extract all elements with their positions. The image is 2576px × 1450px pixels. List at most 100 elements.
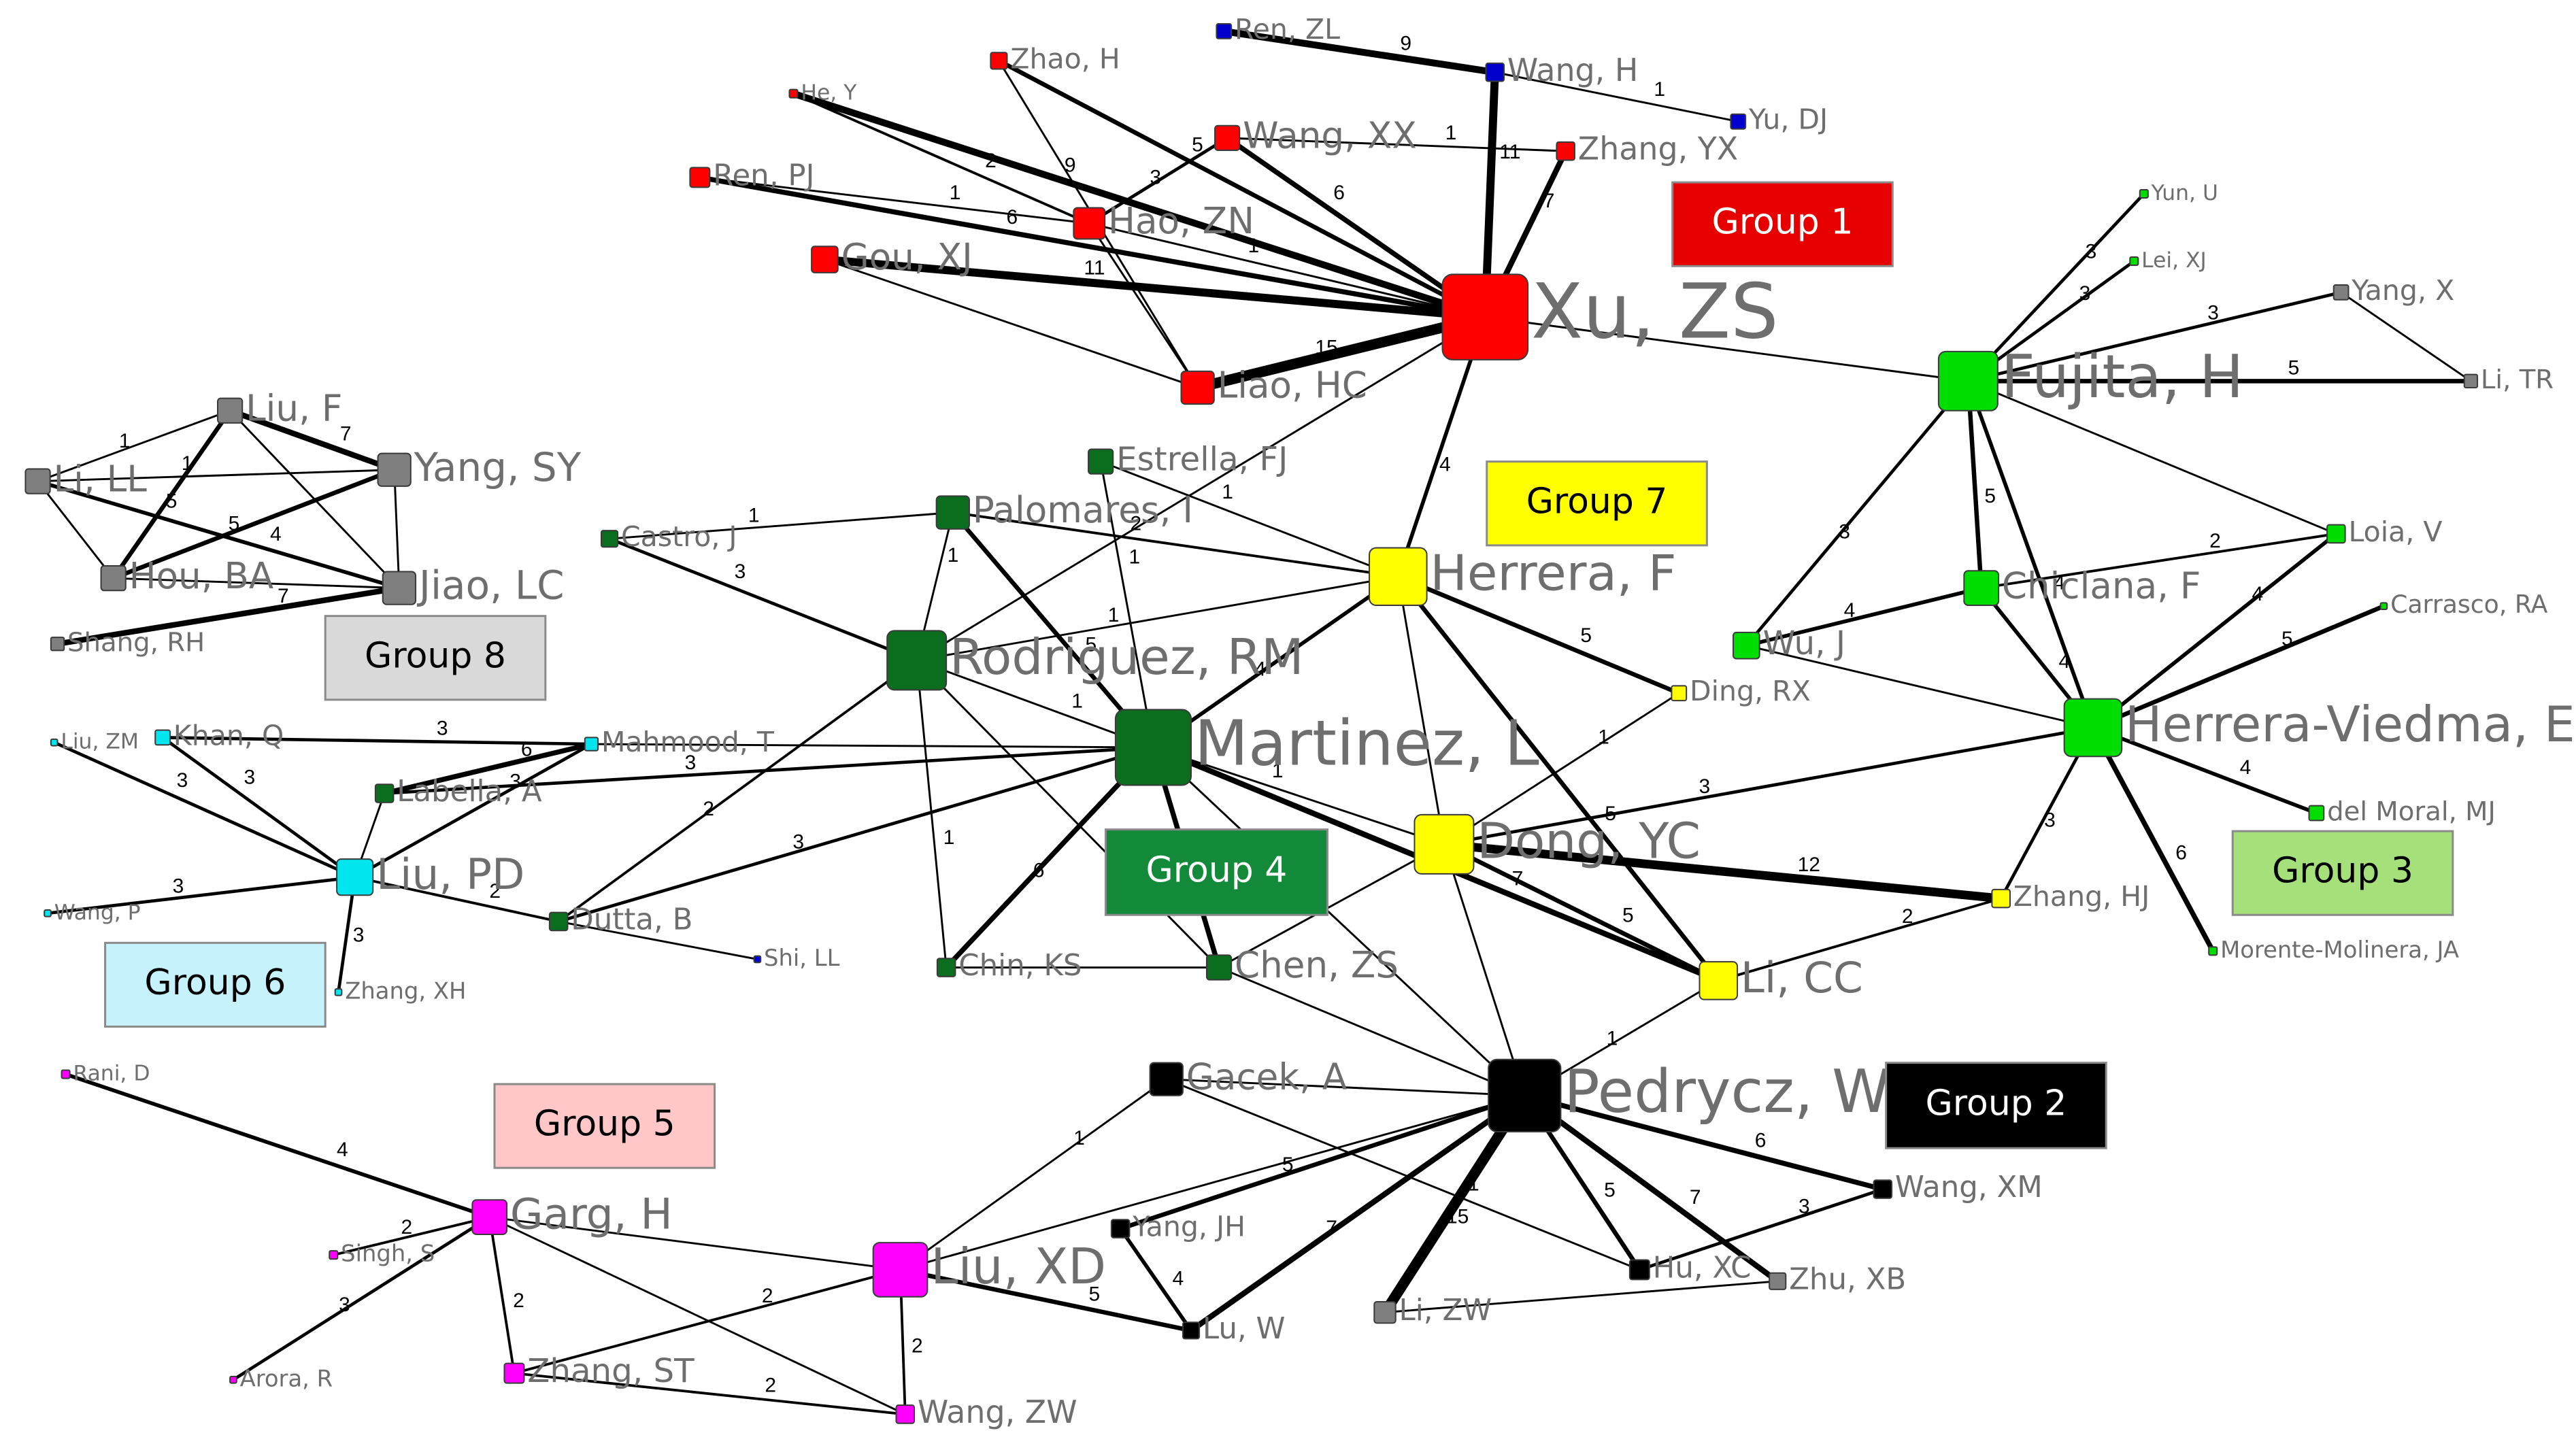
node-yang-sy[interactable]: Yang, SY xyxy=(377,444,582,490)
node-gacek-a[interactable]: Gacek, A xyxy=(1149,1056,1348,1098)
node-shi-ll[interactable]: Shi, LL xyxy=(753,945,840,971)
node-li-cc[interactable]: Li, CC xyxy=(1699,953,1863,1002)
node-palomares-i[interactable]: Palomares, I xyxy=(935,489,1193,531)
node-yang-x[interactable]: Yang, X xyxy=(2332,274,2454,307)
node-box[interactable] xyxy=(935,495,970,530)
node-herrera-viedma-e[interactable]: Herrera-Viedma, E xyxy=(2063,696,2575,758)
node-box[interactable] xyxy=(2129,256,2139,267)
node-liu-xd[interactable]: Liu, XD xyxy=(872,1238,1106,1298)
node-hu-xc[interactable]: Hu, XC xyxy=(1628,1251,1752,1285)
node-box[interactable] xyxy=(1556,141,1575,161)
node-box[interactable] xyxy=(2326,524,2346,544)
node-wang-p[interactable]: Wang, P xyxy=(44,900,141,925)
node-box[interactable] xyxy=(1873,1179,1893,1199)
node-xu-zs[interactable]: Xu, ZS xyxy=(1441,268,1779,360)
node-jiao-lc[interactable]: Jiao, LC xyxy=(382,562,565,609)
node-estrella-fj[interactable]: Estrella, FJ xyxy=(1088,441,1288,479)
node-box[interactable] xyxy=(1180,370,1215,405)
node-box[interactable] xyxy=(1373,1301,1396,1324)
node-box[interactable] xyxy=(788,88,799,99)
node-box[interactable] xyxy=(872,1242,929,1298)
node-box[interactable] xyxy=(24,468,51,494)
node-hao-zn[interactable]: Hao, ZN xyxy=(1073,200,1254,242)
node-singh-s[interactable]: Singh, S xyxy=(329,1241,435,1267)
node-chen-zs[interactable]: Chen, ZS xyxy=(1205,944,1399,986)
node-del-moral-mj[interactable]: del Moral, MJ xyxy=(2308,796,2496,827)
node-hou-ba[interactable]: Hou, BA xyxy=(100,555,274,597)
node-box[interactable] xyxy=(1110,1219,1131,1238)
node-box[interactable] xyxy=(2463,373,2479,388)
node-box[interactable] xyxy=(503,1362,525,1384)
node-labella-a[interactable]: Labella, A xyxy=(374,775,542,809)
node-box[interactable] xyxy=(154,729,171,746)
node-box[interactable] xyxy=(2063,698,2123,758)
node-carrasco-ra[interactable]: Carrasco, RA xyxy=(2379,590,2548,619)
node-martinez-l[interactable]: Martinez, L xyxy=(1114,707,1539,786)
node-zhang-yx[interactable]: Zhang, YX xyxy=(1556,131,1738,167)
node-ding-rx[interactable]: Ding, RX xyxy=(1671,675,1811,707)
node-yun-u[interactable]: Yun, U xyxy=(2139,181,2218,205)
node-box[interactable] xyxy=(1205,954,1233,981)
node-box[interactable] xyxy=(100,565,127,592)
node-li-ll[interactable]: Li, LL xyxy=(24,458,147,500)
node-box[interactable] xyxy=(50,637,65,652)
node-zhang-xh[interactable]: Zhang, XH xyxy=(334,977,467,1004)
node-box[interactable] xyxy=(2308,805,2325,822)
node-box[interactable] xyxy=(1182,1321,1201,1340)
node-rani-d[interactable]: Rani, D xyxy=(61,1062,150,1086)
node-chiclana-f[interactable]: Chiclana, F xyxy=(1963,564,2201,607)
node-wang-zw[interactable]: Wang, ZW xyxy=(895,1394,1077,1430)
node-box[interactable] xyxy=(1088,448,1114,475)
node-shang-rh[interactable]: Shang, RH xyxy=(50,627,205,658)
node-box[interactable] xyxy=(1214,124,1241,151)
node-khan-q[interactable]: Khan, Q xyxy=(154,719,284,752)
node-dong-yc[interactable]: Dong, YC xyxy=(1414,813,1701,875)
node-box[interactable] xyxy=(1414,813,1475,875)
node-box[interactable] xyxy=(753,955,762,964)
node-liu-pd[interactable]: Liu, PD xyxy=(336,849,524,899)
node-box[interactable] xyxy=(1369,547,1428,606)
node-box[interactable] xyxy=(584,737,599,752)
node-he-y[interactable]: He, Y xyxy=(788,81,857,105)
node-zhu-xb[interactable]: Zhu, XB xyxy=(1769,1262,1906,1296)
node-box[interactable] xyxy=(217,397,244,424)
node-mahmood-t[interactable]: Mahmood, T xyxy=(584,726,775,758)
node-box[interactable] xyxy=(229,1375,237,1384)
node-fujita-h[interactable]: Fujita, H xyxy=(1937,342,2243,411)
node-box[interactable] xyxy=(1769,1272,1787,1290)
node-box[interactable] xyxy=(1488,1058,1562,1133)
node-box[interactable] xyxy=(61,1069,71,1079)
node-box[interactable] xyxy=(2139,188,2149,199)
node-box[interactable] xyxy=(2379,602,2388,611)
node-box[interactable] xyxy=(990,52,1008,70)
node-zhao-h[interactable]: Zhao, H xyxy=(990,42,1120,75)
node-box[interactable] xyxy=(329,1250,339,1260)
node-gou-xj[interactable]: Gou, XJ xyxy=(811,236,973,278)
node-box[interactable] xyxy=(377,452,412,487)
node-box[interactable] xyxy=(811,246,839,273)
node-box[interactable] xyxy=(50,738,58,747)
node-box[interactable] xyxy=(1441,273,1529,360)
node-box[interactable] xyxy=(336,858,374,896)
node-wang-h[interactable]: Wang, H xyxy=(1485,52,1639,88)
node-chin-ks[interactable]: Chin, KS xyxy=(936,949,1082,983)
node-ren-pj[interactable]: Ren, PJ xyxy=(689,158,814,192)
node-arora-r[interactable]: Arora, R xyxy=(229,1365,333,1392)
node-box[interactable] xyxy=(1699,961,1739,1000)
node-box[interactable] xyxy=(1937,350,1998,411)
node-box[interactable] xyxy=(2332,284,2349,301)
node-yang-jh[interactable]: Yang, JH xyxy=(1110,1211,1245,1243)
node-box[interactable] xyxy=(2208,946,2218,956)
node-box[interactable] xyxy=(1216,23,1233,39)
node-lu-w[interactable]: Lu, W xyxy=(1182,1312,1286,1346)
node-box[interactable] xyxy=(548,911,569,932)
node-yu-dj[interactable]: Yu, DJ xyxy=(1730,103,1828,136)
node-ren-zl[interactable]: Ren, ZL xyxy=(1216,13,1340,46)
node-box[interactable] xyxy=(334,988,343,996)
node-box[interactable] xyxy=(1628,1259,1650,1281)
node-garg-h[interactable]: Garg, H xyxy=(471,1190,673,1239)
node-box[interactable] xyxy=(1730,113,1747,130)
node-liao-hc[interactable]: Liao, HC xyxy=(1180,365,1367,407)
node-box[interactable] xyxy=(471,1199,508,1236)
node-wu-j[interactable]: Wu, J xyxy=(1733,624,1845,662)
